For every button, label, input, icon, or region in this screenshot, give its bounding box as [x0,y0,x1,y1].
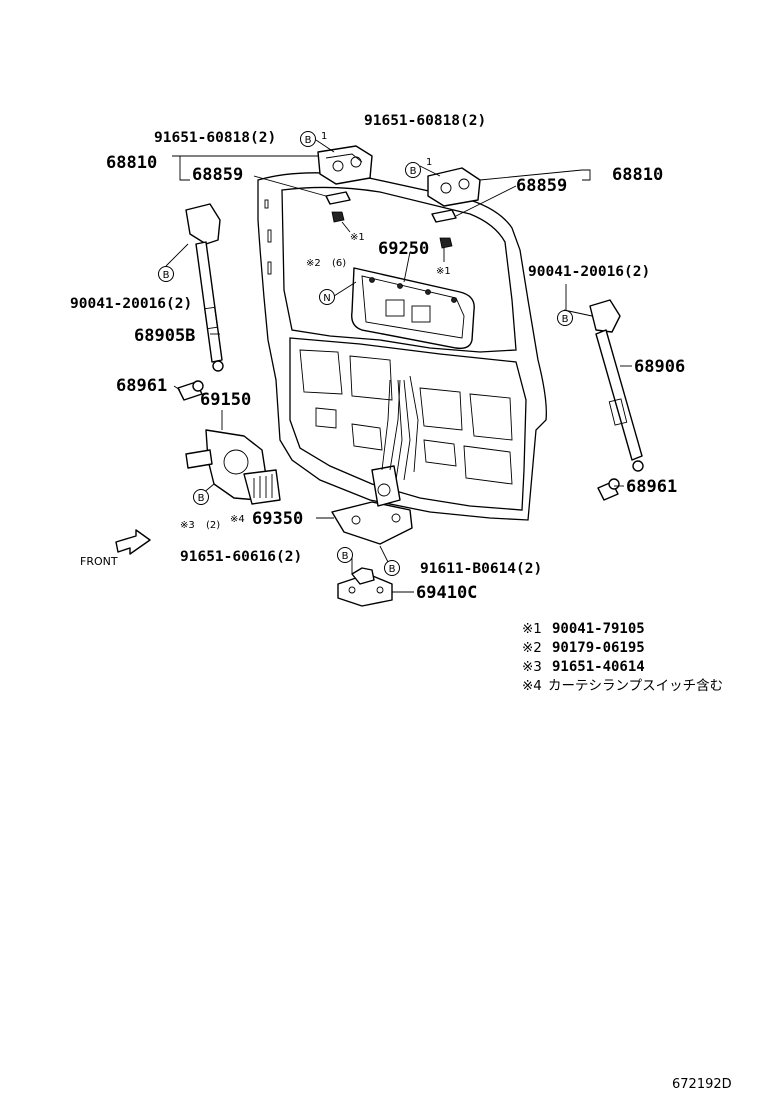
circle-b-3: B [163,270,170,281]
legend-mark-3: ※3 [522,659,542,675]
label-bolt-top-right: 91651-60818(2) [364,113,486,129]
strut-right-part [589,299,644,472]
circle-b-7: B [389,564,396,575]
note-mark-1-hinge-left: 1 [321,131,327,142]
legend: ※1 90041-79105 ※2 90179-06195 ※3 91651-4… [522,621,723,694]
label-lock-control: 69350 [252,509,303,529]
label-hinge-right: 68810 [612,165,663,185]
front-arrow [115,529,151,555]
legend-text-2: 90179-06195 [552,640,645,656]
label-clip-left: 90041-20016(2) [70,296,192,312]
label-lock: 69150 [200,390,251,410]
legend-text-3: 91651-40614 [552,659,645,675]
note-marks: ※1 ※1 ※2 (6) ※3 (2) ※4 1 1 [180,131,451,531]
circle-b-1: B [305,135,312,146]
label-bolt-top-left: 91651-60818(2) [154,130,276,146]
part-labels: 91651-60818(2) 91651-60818(2) 68810 6885… [70,113,685,603]
latch-cover-part [351,267,475,350]
front-label: FRONT [80,555,118,568]
lock-part [185,429,281,505]
note-mark-2: ※2 [306,258,321,269]
label-bolt-lower: 91651-60616(2) [180,549,302,565]
diagram-code: 672192D [672,1077,732,1092]
circle-n: N [323,293,330,304]
circle-b-4: B [562,314,569,325]
circle-b-5: B [198,493,205,504]
hinge-right-part [427,167,481,249]
back-door-panel [257,172,547,521]
label-hinge-left: 68810 [106,153,157,173]
label-clip-right: 90041-20016(2) [528,264,650,280]
note-mark-4: ※4 [230,514,245,525]
label-latch-cover: 69250 [378,239,429,259]
legend-mark-2: ※2 [522,640,542,656]
note-mark-3: ※3 [180,520,195,531]
ball-stud-right-part [597,478,620,501]
strut-left-part [185,203,224,372]
circle-b-6: B [342,551,349,562]
label-strut-right: 68906 [634,357,685,377]
label-pad-left: 68859 [192,165,243,185]
legend-mark-1: ※1 [522,621,542,637]
circle-marks: B B B B B B B N [158,131,573,576]
note-mark-2-qty: (6) [332,258,346,269]
hinge-left-part [317,145,373,223]
legend-text-1: 90041-79105 [552,621,645,637]
label-bolt-latch: 91611-B0614(2) [420,561,542,577]
lock-control-part [331,379,413,545]
note-mark-1-hinge-right: 1 [426,157,432,168]
label-ball-stud-left: 68961 [116,376,167,396]
label-ball-stud-right: 68961 [626,477,677,497]
ball-stud-left-part [177,380,204,401]
note-mark-1-left: ※1 [350,232,365,243]
label-striker: 69410C [416,583,477,603]
note-mark-3-qty: (2) [206,520,220,531]
legend-text-4: カーテシランプスイッチ含む [548,678,723,694]
label-strut-left: 68905B [134,326,195,346]
legend-mark-4: ※4 [522,678,542,694]
striker-part [337,567,393,607]
circle-b-2: B [410,166,417,177]
label-pad-right: 68859 [516,176,567,196]
note-mark-1-right: ※1 [436,266,451,277]
